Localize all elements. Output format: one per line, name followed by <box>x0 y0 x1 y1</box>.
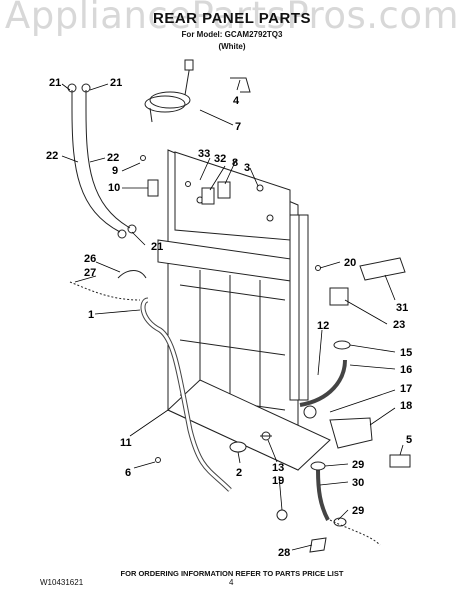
model-line: For Model: GCAM2792TQ3 <box>181 30 283 39</box>
callout-29a: 29 <box>352 459 364 471</box>
callout-21a: 21 <box>49 77 61 89</box>
callout-20: 20 <box>344 257 356 269</box>
callout-22a: 22 <box>46 150 58 162</box>
page-number: 4 <box>229 578 234 587</box>
callout-32: 32 <box>214 153 226 165</box>
callout-21b: 21 <box>110 77 122 89</box>
callout-17: 17 <box>400 383 412 395</box>
document-code: W10431621 <box>40 578 84 587</box>
callout-5: 5 <box>406 434 412 446</box>
page-title: REAR PANEL PARTS <box>152 10 311 27</box>
callout-26: 26 <box>84 253 96 265</box>
callout-21c: 21 <box>151 241 163 253</box>
callout-18: 18 <box>400 400 412 412</box>
callout-27: 27 <box>84 267 96 279</box>
callout-28: 28 <box>278 547 290 559</box>
callout-13: 13 <box>272 462 284 474</box>
callout-31: 31 <box>396 302 408 314</box>
callout-22b: 22 <box>107 152 119 164</box>
callout-9: 9 <box>112 165 118 177</box>
callout-19: 19 <box>272 475 284 487</box>
callout-30: 30 <box>352 477 364 489</box>
color-line: (White) <box>218 42 246 51</box>
callout-4: 4 <box>233 95 240 107</box>
callout-10: 10 <box>108 182 120 194</box>
callout-8: 8 <box>232 157 238 169</box>
callout-2: 2 <box>236 467 242 479</box>
callout-12: 12 <box>317 320 329 332</box>
callout-11: 11 <box>120 437 132 449</box>
callout-6: 6 <box>125 467 131 479</box>
callout-23: 23 <box>393 319 405 331</box>
callout-1: 1 <box>88 309 94 321</box>
ordering-info: FOR ORDERING INFORMATION REFER TO PARTS … <box>120 569 344 578</box>
callout-3: 3 <box>244 162 250 174</box>
callout-16: 16 <box>400 364 412 376</box>
callout-7: 7 <box>235 121 241 133</box>
callout-29b: 29 <box>352 505 364 517</box>
watermark: AppliancePartsPros.com <box>4 0 460 37</box>
callout-15: 15 <box>400 347 412 359</box>
callout-33: 33 <box>198 148 210 160</box>
